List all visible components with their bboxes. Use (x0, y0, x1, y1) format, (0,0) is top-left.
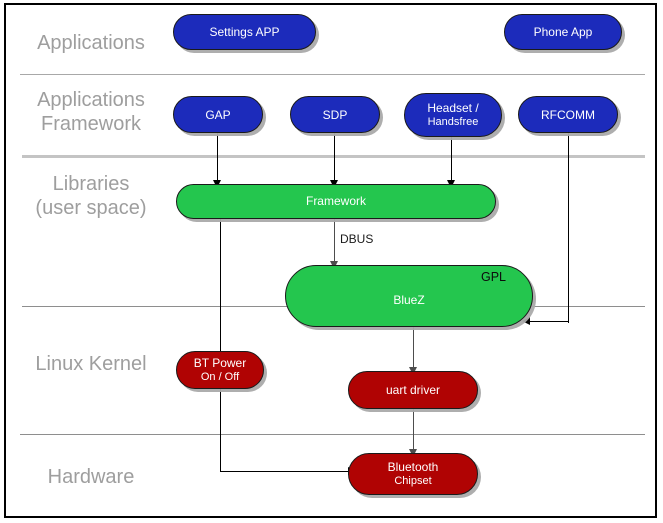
node-uart-driver[interactable]: uart driver (348, 371, 478, 409)
node-bluetooth-chipset-line1: Bluetooth (387, 460, 439, 474)
connector-gap-to-framework (217, 133, 219, 184)
connector-headset-to-framework (451, 137, 453, 184)
node-headset-handsfree-line1: Headset / (427, 101, 479, 115)
diagram-frame (4, 3, 657, 518)
node-framework[interactable]: Framework (176, 184, 496, 219)
layer-label-hardware: Hardware (47, 466, 135, 488)
layer-label-applications: Applications (37, 32, 145, 54)
node-bt-power-label: BT Power On / Off (188, 342, 252, 398)
connector-sdp-to-framework (334, 133, 336, 184)
node-bt-power-line2: On / Off (200, 371, 240, 383)
connector-bluez-to-uart (413, 327, 415, 371)
connector-framework-to-bluez (334, 219, 336, 265)
node-sdp-label: SDP (322, 107, 348, 122)
node-uart-driver-label: uart driver (385, 383, 441, 397)
connector-uart-to-chipset (413, 409, 415, 453)
edge-label-dbus: DBUS (340, 232, 374, 246)
node-gap-label: GAP (205, 107, 231, 122)
node-rfcomm[interactable]: RFCOMM (518, 96, 618, 133)
layer-label-linux-kernel: Linux Kernel (35, 353, 147, 375)
node-phone-app-label: Phone App (533, 25, 593, 39)
layer-label-libraries: Libraries (user space) (35, 173, 147, 219)
node-gap[interactable]: GAP (173, 96, 263, 133)
node-headset-handsfree-line2: Handsfree (427, 116, 479, 128)
node-bluez-gpl-badge: GPL (481, 270, 507, 284)
node-settings-app-label: Settings APP (209, 25, 280, 39)
node-bluetooth-chipset[interactable]: Bluetooth Chipset (348, 453, 478, 495)
node-bluez[interactable]: BlueZ (285, 265, 533, 327)
node-rfcomm-label: RFCOMM (541, 107, 595, 122)
separator-applications (20, 74, 645, 75)
node-bluetooth-chipset-line2: Chipset (394, 475, 432, 487)
node-phone-app[interactable]: Phone App (504, 14, 622, 50)
node-framework-label: Framework (305, 193, 366, 208)
separator-applications-framework (22, 155, 645, 158)
connector-rfcomm-horizontal (530, 321, 569, 323)
node-headset-handsfree-label: Headset / Handsfree (421, 87, 484, 143)
node-settings-app[interactable]: Settings APP (173, 14, 316, 50)
connector-framework-to-chipset-horizontal (220, 471, 350, 473)
node-bluetooth-chipset-label: Bluetooth Chipset (382, 446, 445, 502)
node-headset-handsfree[interactable]: Headset / Handsfree (404, 93, 502, 137)
connector-rfcomm-vertical (568, 133, 570, 323)
node-bt-power-line1: BT Power (193, 356, 247, 370)
connector-framework-to-chipset-vertical (220, 219, 222, 472)
layer-label-applications-framework: Applications Framework (37, 89, 145, 135)
node-sdp[interactable]: SDP (290, 96, 380, 133)
separator-linux-kernel (20, 434, 645, 435)
arrowhead-rfcomm-to-bluez (522, 317, 530, 325)
node-bt-power[interactable]: BT Power On / Off (176, 351, 264, 389)
node-bluez-label: BlueZ (393, 293, 425, 307)
